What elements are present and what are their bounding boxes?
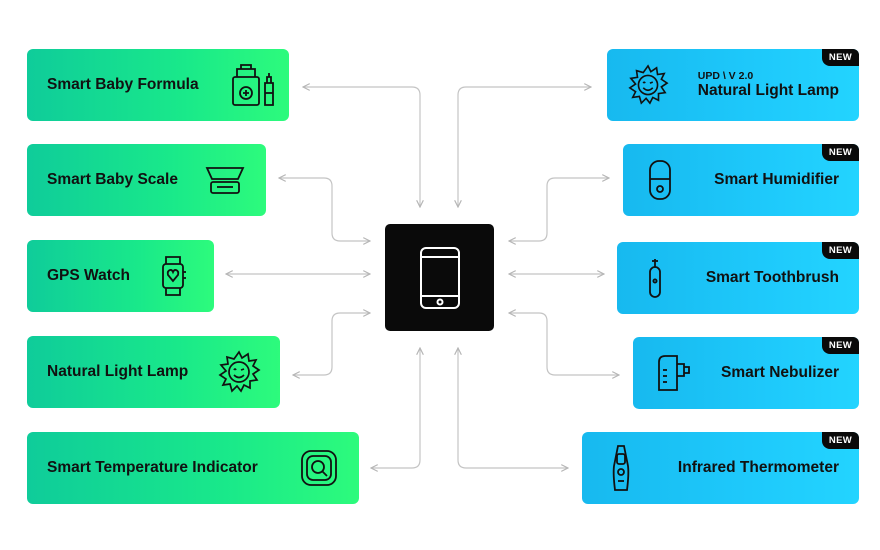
device-label: Natural Light Lamp bbox=[697, 82, 839, 100]
central-smartphone-hub bbox=[385, 224, 494, 331]
connector-line bbox=[509, 178, 609, 241]
connector-line bbox=[279, 178, 370, 241]
humidifier-icon bbox=[648, 159, 672, 201]
device-label: Natural Light Lamp bbox=[47, 363, 189, 380]
device-card-natural-light-lamp[interactable]: Natural Light Lamp bbox=[27, 336, 280, 408]
device-label-group: UPD \ V 2.0 Natural Light Lamp bbox=[697, 69, 839, 100]
toothbrush-icon bbox=[647, 257, 663, 299]
connector-line bbox=[458, 87, 591, 207]
smartwatch-icon bbox=[161, 254, 187, 298]
connector-line bbox=[371, 348, 420, 468]
device-card-gps-watch[interactable]: GPS Watch bbox=[27, 240, 214, 312]
formula-machine-icon bbox=[231, 63, 277, 107]
version-label: UPD \ V 2.0 bbox=[697, 69, 754, 82]
new-badge: NEW bbox=[821, 242, 859, 259]
new-badge: NEW bbox=[821, 144, 859, 161]
connector-line bbox=[293, 313, 370, 375]
device-card-infrared-thermometer[interactable]: Infrared Thermometer NEW bbox=[582, 432, 859, 504]
connector-line bbox=[458, 348, 568, 468]
connector-line bbox=[303, 87, 420, 207]
device-card-smart-nebulizer[interactable]: Smart Nebulizer NEW bbox=[633, 337, 859, 409]
thermometer-icon bbox=[610, 444, 632, 492]
new-badge: NEW bbox=[821, 337, 859, 354]
nebulizer-icon bbox=[657, 354, 691, 392]
device-card-smart-toothbrush[interactable]: Smart Toothbrush NEW bbox=[617, 242, 859, 314]
device-card-smart-baby-scale[interactable]: Smart Baby Scale bbox=[27, 144, 266, 216]
device-label: Smart Toothbrush bbox=[705, 269, 839, 286]
scale-icon bbox=[205, 165, 245, 195]
device-label: Smart Baby Scale bbox=[47, 171, 178, 188]
device-label: Infrared Thermometer bbox=[677, 459, 839, 476]
new-badge: NEW bbox=[821, 49, 859, 66]
device-label: Smart Baby Formula bbox=[47, 76, 199, 93]
device-card-smart-baby-formula[interactable]: Smart Baby Formula bbox=[27, 49, 289, 121]
device-card-smart-humidifier[interactable]: Smart Humidifier NEW bbox=[623, 144, 859, 216]
device-label: Smart Nebulizer bbox=[720, 364, 839, 381]
device-card-smart-temperature-indicator[interactable]: Smart Temperature Indicator bbox=[27, 432, 359, 504]
sun-icon bbox=[217, 350, 261, 394]
device-card-natural-light-lamp-v2[interactable]: UPD \ V 2.0 Natural Light Lamp NEW bbox=[607, 49, 859, 121]
new-badge: NEW bbox=[821, 432, 859, 449]
sun-icon bbox=[627, 64, 669, 106]
device-label: GPS Watch bbox=[47, 267, 130, 284]
smartphone-icon bbox=[419, 246, 461, 310]
temperature-indicator-icon bbox=[300, 449, 338, 487]
device-label: Smart Humidifier bbox=[714, 171, 839, 188]
device-label: Smart Temperature Indicator bbox=[47, 459, 258, 476]
connector-line bbox=[509, 313, 619, 375]
